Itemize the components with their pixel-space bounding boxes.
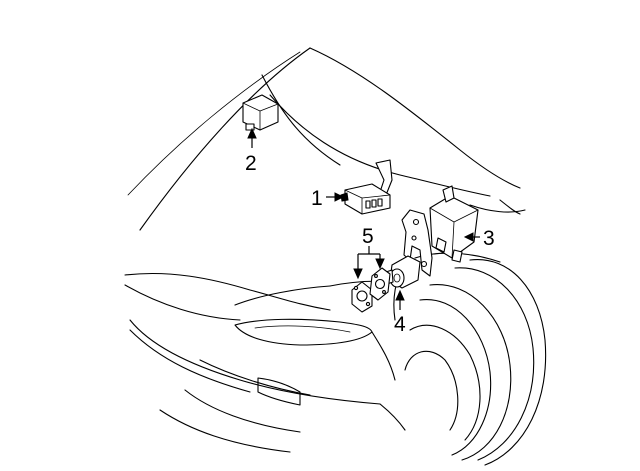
part-5-plate-left <box>351 281 373 313</box>
callout-5-leader <box>353 246 385 280</box>
part-2-relay <box>242 94 279 131</box>
car-body-outline <box>124 47 526 453</box>
callout-1-leader <box>326 192 345 202</box>
callout-label-4: 4 <box>394 313 406 336</box>
part-4-sensor <box>385 255 421 289</box>
part-3-control-unit <box>429 185 479 263</box>
callout-3-leader <box>463 232 480 242</box>
callout-4-leader <box>395 289 405 310</box>
front-wheel <box>393 252 547 466</box>
callout-label-1: 1 <box>311 187 323 210</box>
callout-label-2: 2 <box>245 152 257 175</box>
callout-2-leader <box>247 127 257 148</box>
callout-label-5: 5 <box>362 225 374 248</box>
part-5-plate-right <box>369 267 391 301</box>
callout-label-3: 3 <box>483 227 495 250</box>
part-1-module <box>340 159 393 215</box>
